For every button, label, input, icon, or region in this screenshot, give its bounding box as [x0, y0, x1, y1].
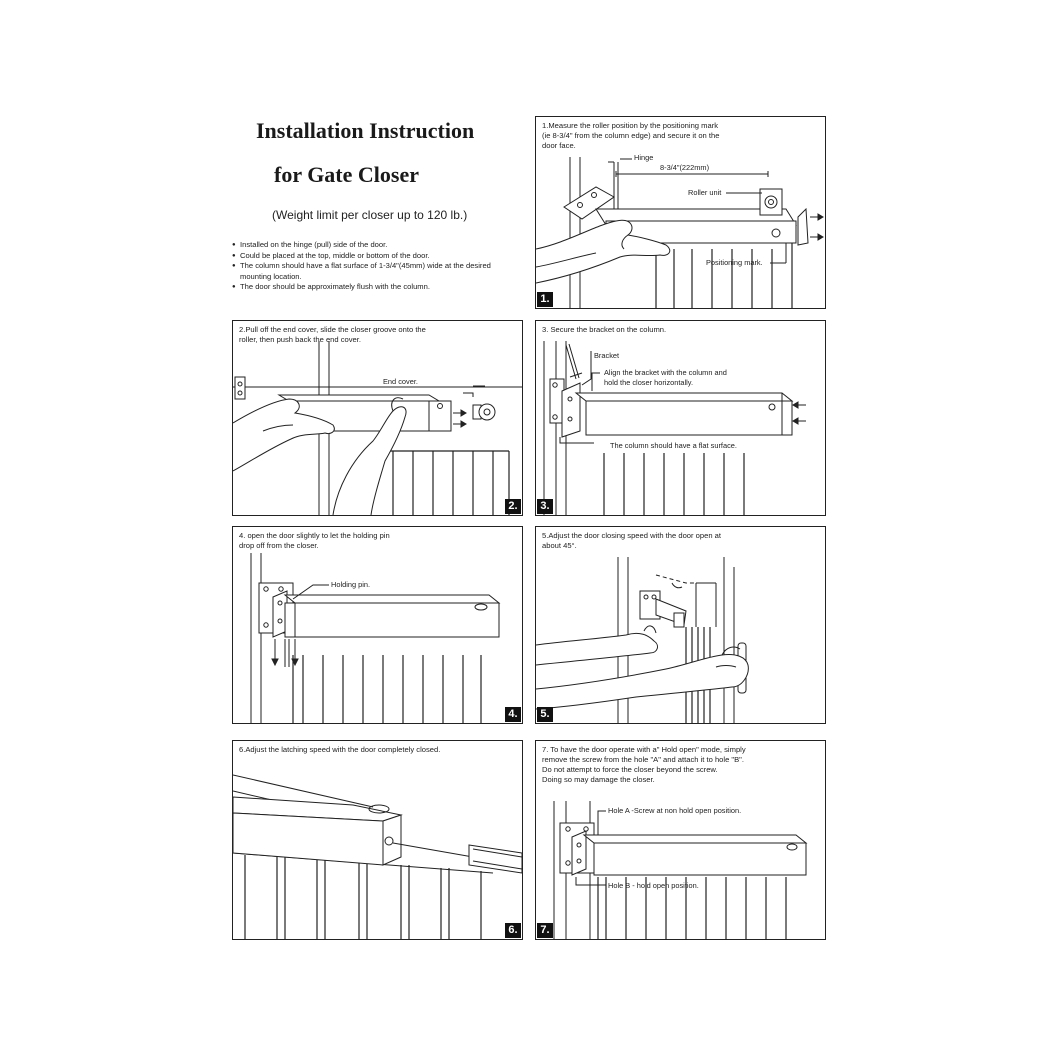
step-4-illustration	[250, 553, 501, 723]
end-cover-label: End cover.	[383, 377, 418, 386]
weight-limit-note: (Weight limit per closer up to 120 lb.)	[272, 208, 468, 222]
step-7-caption: 7. To have the door operate with a" Hold…	[542, 745, 746, 784]
roller-unit-label: Roller unit	[688, 188, 722, 197]
step-3-caption: 3. Secure the bracket on the column.	[542, 325, 667, 334]
requirement-item: Could be placed at the top, middle or bo…	[232, 251, 522, 262]
step-6-illustration	[233, 774, 522, 939]
hole-a-label: Hole A -Screw at non hold open position.	[608, 806, 742, 815]
step-4-panel: 4. open the door slightly to let the hol…	[232, 526, 523, 724]
step-2-number: 2.	[505, 499, 521, 514]
requirement-item: The door should be approximately flush w…	[232, 282, 522, 293]
flat-surface-label: The column should have a flat surface.	[610, 441, 737, 450]
requirements-list: Installed on the hinge (pull) side of th…	[232, 240, 522, 293]
step-3-number: 3.	[537, 499, 553, 514]
distance-label: 8-3/4"(222mm)	[660, 163, 710, 172]
step-6-caption: 6.Adjust the latching speed with the doo…	[239, 745, 441, 754]
step-2-panel: 2.Pull off the end cover, slide the clos…	[232, 320, 523, 516]
step-6-number: 6.	[505, 923, 521, 938]
step-1-panel: 1.Measure the roller position by the pos…	[535, 116, 826, 309]
holding-pin-label: Holding pin.	[331, 580, 371, 589]
step-7-panel: 7. To have the door operate with a" Hold…	[535, 740, 826, 940]
hinge-label: Hinge	[634, 153, 654, 162]
step-1-caption: 1.Measure the roller position by the pos…	[542, 121, 720, 150]
title-line-1: Installation Instruction	[256, 118, 475, 143]
step-2-caption: 2.Pull off the end cover, slide the clos…	[239, 325, 426, 344]
align-label: Align the bracket with the column and ho…	[604, 368, 727, 387]
step-2-illustration	[233, 341, 522, 515]
step-5-number: 5.	[537, 707, 553, 722]
step-4-caption: 4. open the door slightly to let the hol…	[239, 531, 390, 550]
requirement-item: Installed on the hinge (pull) side of th…	[232, 240, 522, 251]
step-3-illustration	[543, 341, 806, 515]
bracket-label: Bracket	[594, 351, 620, 360]
step-5-panel: 5.Adjust the door closing speed with the…	[535, 526, 826, 724]
hole-b-label: Hole B - hold open position.	[608, 881, 699, 890]
step-7-illustration	[553, 801, 808, 939]
title-line-2: for Gate Closer	[274, 162, 419, 187]
positioning-mark-label: Positioning mark.	[706, 258, 763, 267]
step-6-panel: 6.Adjust the latching speed with the doo…	[232, 740, 523, 940]
step-5-caption: 5.Adjust the door closing speed with the…	[542, 531, 721, 550]
step-3-panel: 3. Secure the bracket on the column. Bra…	[535, 320, 826, 516]
step-7-number: 7.	[537, 923, 553, 938]
step-4-number: 4.	[505, 707, 521, 722]
step-5-illustration	[536, 557, 749, 723]
step-1-number: 1.	[537, 292, 553, 307]
requirement-item: The column should have a flat surface of…	[232, 261, 522, 282]
step-1-illustration	[536, 157, 824, 308]
